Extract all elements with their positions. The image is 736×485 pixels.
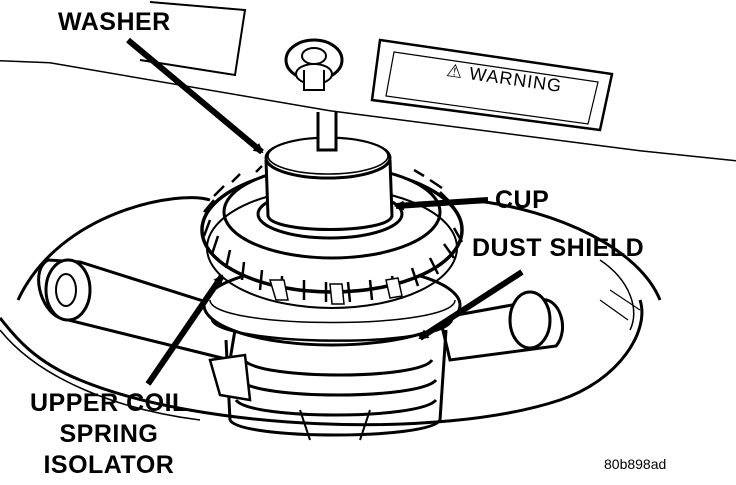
isolator-label: UPPER COIL SPRING ISOLATOR bbox=[30, 388, 188, 481]
leader-arrows bbox=[126, 37, 524, 386]
washer bbox=[264, 112, 394, 231]
dust-shield-arrow bbox=[418, 269, 524, 341]
coil-spring bbox=[208, 329, 448, 441]
figure-code: 80b898ad bbox=[604, 456, 667, 472]
isolator-label-line-2: SPRING bbox=[59, 420, 159, 448]
cross-member-left bbox=[37, 258, 240, 362]
washer-label: WASHER bbox=[58, 8, 171, 36]
cup-label: CUP bbox=[495, 186, 550, 214]
isolator-label-line-1: UPPER COIL bbox=[30, 389, 188, 417]
dust-shield-label: DUST SHIELD bbox=[472, 234, 645, 262]
body-panel bbox=[0, 0, 736, 162]
isolator-arrow bbox=[145, 274, 225, 386]
cup-arrow bbox=[394, 197, 489, 211]
isolator-label-line-3: ISOLATOR bbox=[43, 451, 175, 479]
washer-arrow bbox=[126, 37, 264, 155]
cross-member-right bbox=[438, 290, 565, 362]
strut-tower-outline bbox=[0, 196, 662, 427]
